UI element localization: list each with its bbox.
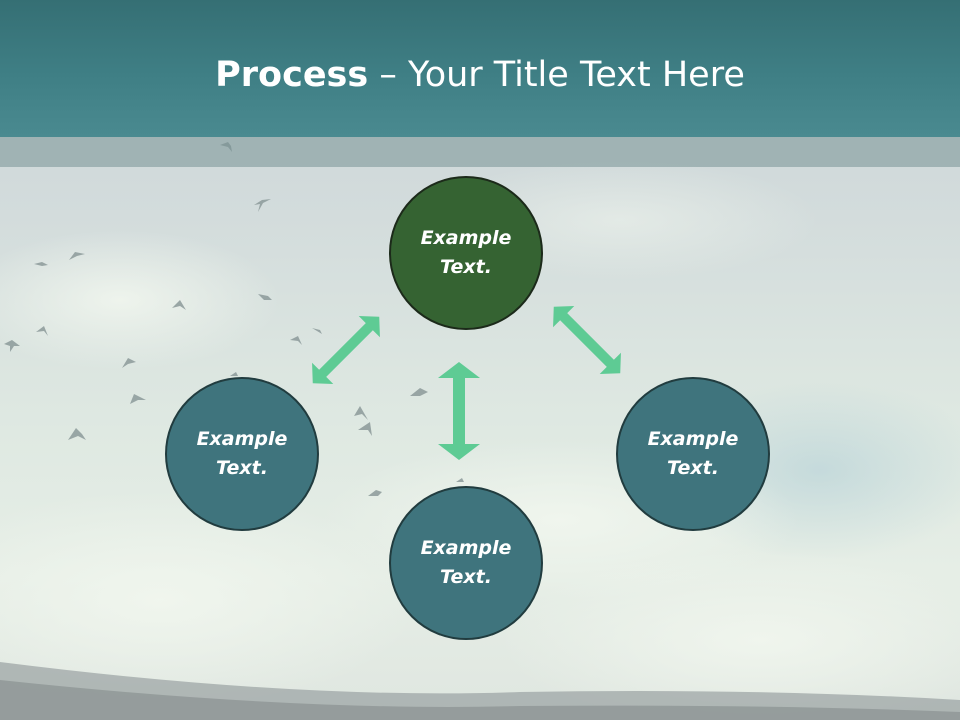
bird-icon (258, 294, 272, 300)
bird-icon (4, 340, 20, 352)
bird-icon (354, 406, 368, 420)
bird-icon (69, 252, 85, 260)
bird-icon (410, 388, 428, 396)
process-node-bottom[interactable]: Example Text. (389, 486, 543, 640)
bird-icon (358, 422, 372, 436)
bird-icon (230, 372, 238, 376)
bird-icon (122, 358, 136, 368)
process-node-bottom-label: Example Text. (420, 537, 512, 588)
bird-icon (36, 326, 48, 336)
title-bar-band (0, 137, 960, 167)
bird-icon (68, 428, 86, 440)
process-node-top-label: Example Text. (420, 227, 512, 278)
process-node-right-label: Example Text. (647, 428, 739, 479)
bird-icon (368, 490, 382, 496)
process-node-top[interactable]: Example Text. (389, 176, 543, 330)
bird-icon (456, 478, 464, 482)
slide-title-rest: – Your Title Text Here (368, 55, 745, 95)
process-node-left-label: Example Text. (196, 428, 288, 479)
bird-icon (34, 262, 48, 266)
birds (4, 142, 464, 496)
bird-icon (312, 328, 322, 334)
bird-icon (172, 300, 186, 310)
bird-icon (130, 394, 146, 404)
bird-icon (254, 199, 271, 212)
bird-icon (290, 336, 302, 345)
process-node-left[interactable]: Example Text. (165, 377, 319, 531)
process-node-right[interactable]: Example Text. (616, 377, 770, 531)
title-bar (0, 0, 960, 137)
slide-title-bold: Process (215, 55, 369, 95)
slide-title[interactable]: Process – Your Title Text Here (0, 52, 960, 98)
